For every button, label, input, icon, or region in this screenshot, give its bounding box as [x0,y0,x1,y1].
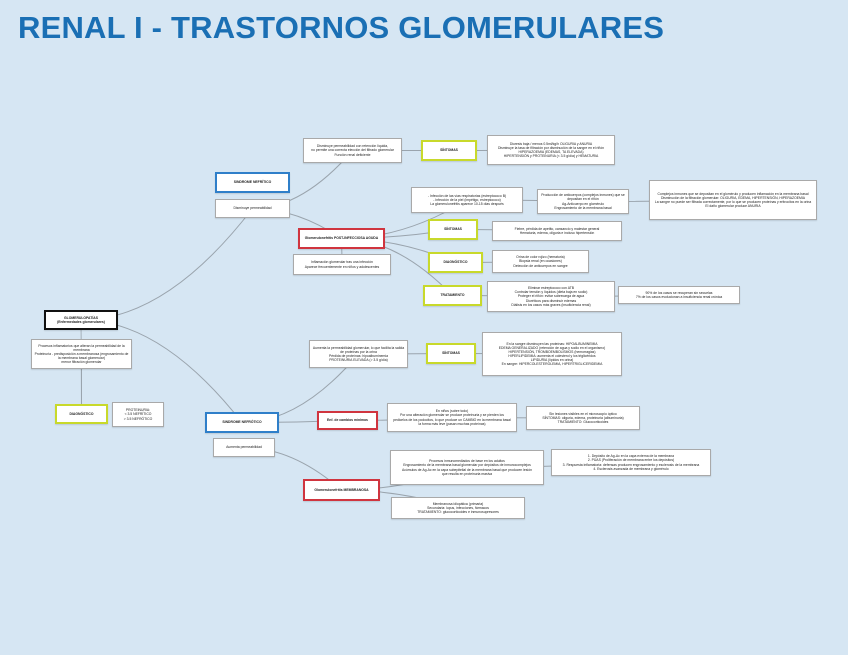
node-prot: PROTEINURIA: < 3.5 NEFRÍTICO > 3.5 NEFRÓ… [112,402,164,427]
node-tratamiento-note: 90% de los casos se recuperan sin secuel… [618,286,740,304]
node-membranosa-bottom: Membranosa idiopática (primaria) Secunda… [391,497,525,519]
node-nefrotico-desc: Aumenta permeabilidad [213,438,275,457]
node-sintomas1: SÍNTOMAS [421,140,477,161]
node-sintomas3-desc: En la sangre disminuyen las proteínas: H… [482,332,622,376]
node-gnpe-mech: Producción de anticuerpos (complejos inm… [537,189,629,214]
node-minimos: Enf. de cambios mínimos [317,411,378,430]
node-membranosa-list: 1. Depósito de Ag-Ac en la capa externa … [551,449,711,476]
node-tratamiento: TRATAMIENTO [423,285,482,306]
node-diagnostico2-desc: Orina de color rojizo (hematuria) Biopsi… [492,250,589,273]
node-sintomas1-desc: Diuresis baja / menos 0.5ml/kg/h OLIGURI… [487,135,615,165]
node-diag: DIAGNÓSTICO [55,404,108,424]
node-diagnostico2: DIAGNÓSTICO [428,252,483,273]
node-gnpe: Glomerulonefritis POST-INFECCIOSA AGUDA [298,228,385,249]
node-gnpe-int: Inflamación glomerular tras una infecció… [293,254,391,275]
node-gnpe-infect: - Infección de las vías respiratorias (e… [411,187,523,213]
connector-0 [80,208,253,321]
node-nefritico-top: Disminuye permeabilidad con retención lí… [303,138,402,163]
node-gnpe-mech2: Complejos inmunes que se depositan en el… [649,180,817,220]
node-sintomas3: SÍNTOMAS [426,343,476,364]
node-membranosa-desc: Procesos inmunomediados de base en los a… [390,450,544,485]
node-glom-desc: Procesos inflamatorios que alteran la pe… [31,339,132,369]
node-nefritico-desc: Disminuye permeabilidad [215,199,290,218]
node-nefrotico-top: Aumenta la permeabilidad glomerular, lo … [309,340,408,368]
node-membranosa: Glomerulonefritis MEMBRANOSA [303,479,380,501]
node-sintomas2-desc: Fiebre, pérdida de apetito, cansancio y … [492,221,622,241]
page-title: RENAL I - TRASTORNOS GLOMERULARES [18,10,665,45]
node-sintomas2: SÍNTOMAS [428,219,478,240]
node-nefrotico: SINDROME NEFRÓTICO [205,412,279,433]
node-minimos-desc: En niños (sobre todo) Por una alteración… [387,403,517,432]
node-tratamiento-desc: Eliminar estreptococo con ATB Controlar … [487,281,615,312]
node-glom: GLOMERULOPATÍAS (Enfermedades glomerular… [44,310,118,330]
node-nefritico: SINDROME NEFRÍTICO [215,172,290,193]
node-minimos-trat: Sin lesiones visibles en el microscopio … [526,406,640,430]
